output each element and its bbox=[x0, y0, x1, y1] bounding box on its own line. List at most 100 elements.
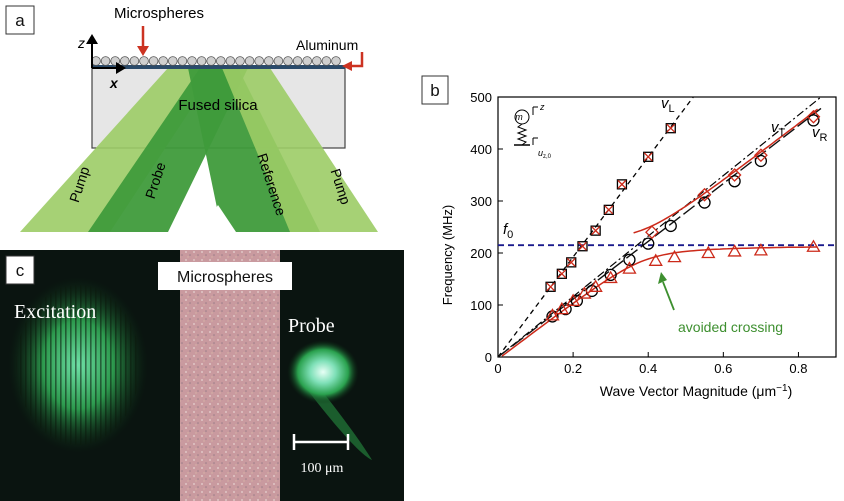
microsphere bbox=[254, 56, 265, 66]
circle-marker bbox=[604, 268, 617, 281]
microsphere bbox=[235, 56, 245, 66]
microsphere bbox=[331, 56, 341, 66]
z-axis-label: z bbox=[77, 35, 85, 51]
diamond-marker bbox=[753, 148, 768, 163]
microsphere bbox=[129, 56, 140, 66]
microsphere bbox=[292, 56, 303, 66]
square-marker bbox=[577, 241, 588, 252]
triangle-marker bbox=[603, 270, 618, 284]
square-marker bbox=[616, 179, 628, 190]
inset-mass-label: m bbox=[515, 112, 523, 122]
circle-marker bbox=[623, 253, 636, 266]
y-axis-label: Frequency (MHz) bbox=[440, 205, 455, 305]
microsphere bbox=[273, 56, 284, 66]
circle-marker bbox=[728, 175, 741, 188]
x-tick-label: 0.8 bbox=[789, 361, 807, 376]
circle-marker bbox=[807, 114, 820, 127]
y-tick-label: 500 bbox=[470, 90, 492, 105]
f0-label: f0 bbox=[503, 221, 513, 241]
square-marker bbox=[545, 281, 556, 292]
microsphere bbox=[148, 56, 159, 66]
microsphere bbox=[225, 56, 236, 66]
axes-indicator bbox=[86, 34, 126, 74]
mass-spring-inset bbox=[514, 106, 538, 146]
aluminum-label: Aluminum bbox=[296, 37, 358, 53]
probe-label: Probe bbox=[288, 315, 335, 337]
square-marker-cross bbox=[591, 226, 601, 236]
microsphere bbox=[283, 56, 293, 66]
vR-label: vR bbox=[812, 124, 828, 144]
triangle-marker bbox=[545, 308, 560, 321]
y-tick-label: 0 bbox=[485, 350, 492, 365]
x-axis-label: Wave Vector Magnitude (μm−1) bbox=[600, 383, 792, 400]
aluminum-arrow bbox=[342, 52, 364, 71]
diamond-marker bbox=[697, 187, 712, 202]
panel-c-micrograph: c Microspheres Excitation Probe 100 μm bbox=[0, 250, 404, 501]
microspheres-caption: Microspheres bbox=[177, 269, 273, 286]
square-marker-cross bbox=[578, 241, 587, 251]
triangle-marker bbox=[648, 253, 663, 266]
microsphere bbox=[216, 56, 226, 66]
x-tick-label: 0 bbox=[494, 361, 501, 376]
x-axis-label: x bbox=[109, 75, 119, 91]
inset-z-label: z bbox=[539, 102, 545, 112]
square-marker-cross bbox=[666, 123, 676, 133]
triangle-marker bbox=[577, 286, 592, 299]
panel-a-schematic: a z x Microspheres Aluminum Fused silica… bbox=[5, 5, 378, 232]
triangle-marker bbox=[622, 261, 637, 274]
microsphere bbox=[302, 56, 313, 66]
lower-branch-curve bbox=[501, 246, 818, 357]
microsphere bbox=[311, 56, 322, 66]
vT-line bbox=[497, 96, 822, 358]
scale-bar-label: 100 μm bbox=[301, 461, 344, 476]
upper-branch-curve bbox=[633, 108, 819, 234]
y-tick-label: 200 bbox=[470, 246, 492, 261]
microspheres-arrow bbox=[137, 26, 149, 56]
panel-a-tag: a bbox=[15, 11, 25, 30]
microsphere bbox=[187, 56, 197, 66]
y-tick-label: 300 bbox=[470, 194, 492, 209]
square-marker bbox=[643, 151, 654, 162]
aluminum-film bbox=[92, 65, 345, 69]
beam-pump-left bbox=[20, 68, 218, 232]
panel-b-tag: b bbox=[430, 81, 439, 100]
excitation-label: Excitation bbox=[14, 301, 96, 323]
beam-pump-right bbox=[222, 68, 378, 232]
probe-spot bbox=[287, 340, 372, 460]
panel-c-tag-box bbox=[5, 255, 35, 285]
triangle-marker bbox=[565, 293, 581, 306]
square-marker bbox=[590, 225, 601, 236]
circle-marker bbox=[546, 310, 559, 323]
x-tick-label: 0.6 bbox=[714, 361, 732, 376]
square-marker-cross bbox=[604, 205, 614, 215]
triangle-marker bbox=[588, 279, 603, 292]
microspheres-caption-box bbox=[158, 262, 292, 290]
diamond-marker bbox=[727, 168, 742, 182]
microsphere bbox=[139, 56, 149, 66]
circle-marker bbox=[570, 294, 584, 307]
vL-label: vL bbox=[661, 95, 675, 115]
beam-gap bbox=[200, 205, 236, 232]
circle-marker bbox=[642, 237, 655, 250]
microsphere bbox=[206, 56, 217, 66]
microsphere bbox=[263, 56, 274, 66]
triangle-marker bbox=[727, 244, 742, 257]
panel-b-tag-box bbox=[421, 75, 449, 105]
triangle-marker bbox=[806, 239, 821, 252]
y-tick-label: 400 bbox=[470, 142, 492, 157]
plot-frame bbox=[497, 96, 837, 358]
square-marker-cross bbox=[557, 269, 567, 279]
y-tick-label: 100 bbox=[470, 298, 492, 313]
square-marker bbox=[566, 257, 577, 268]
x-tick-label: 0.2 bbox=[564, 361, 582, 376]
substrate-label: Fused silica bbox=[178, 97, 258, 114]
microspheres-label: Microspheres bbox=[114, 5, 204, 22]
circle-marker bbox=[664, 219, 677, 233]
vT-label: vT bbox=[771, 119, 786, 139]
triangle-marker bbox=[701, 245, 716, 259]
microsphere bbox=[120, 56, 130, 66]
excitation-spot bbox=[8, 277, 148, 453]
microsphere bbox=[321, 56, 332, 66]
diamond-marker bbox=[645, 225, 659, 240]
